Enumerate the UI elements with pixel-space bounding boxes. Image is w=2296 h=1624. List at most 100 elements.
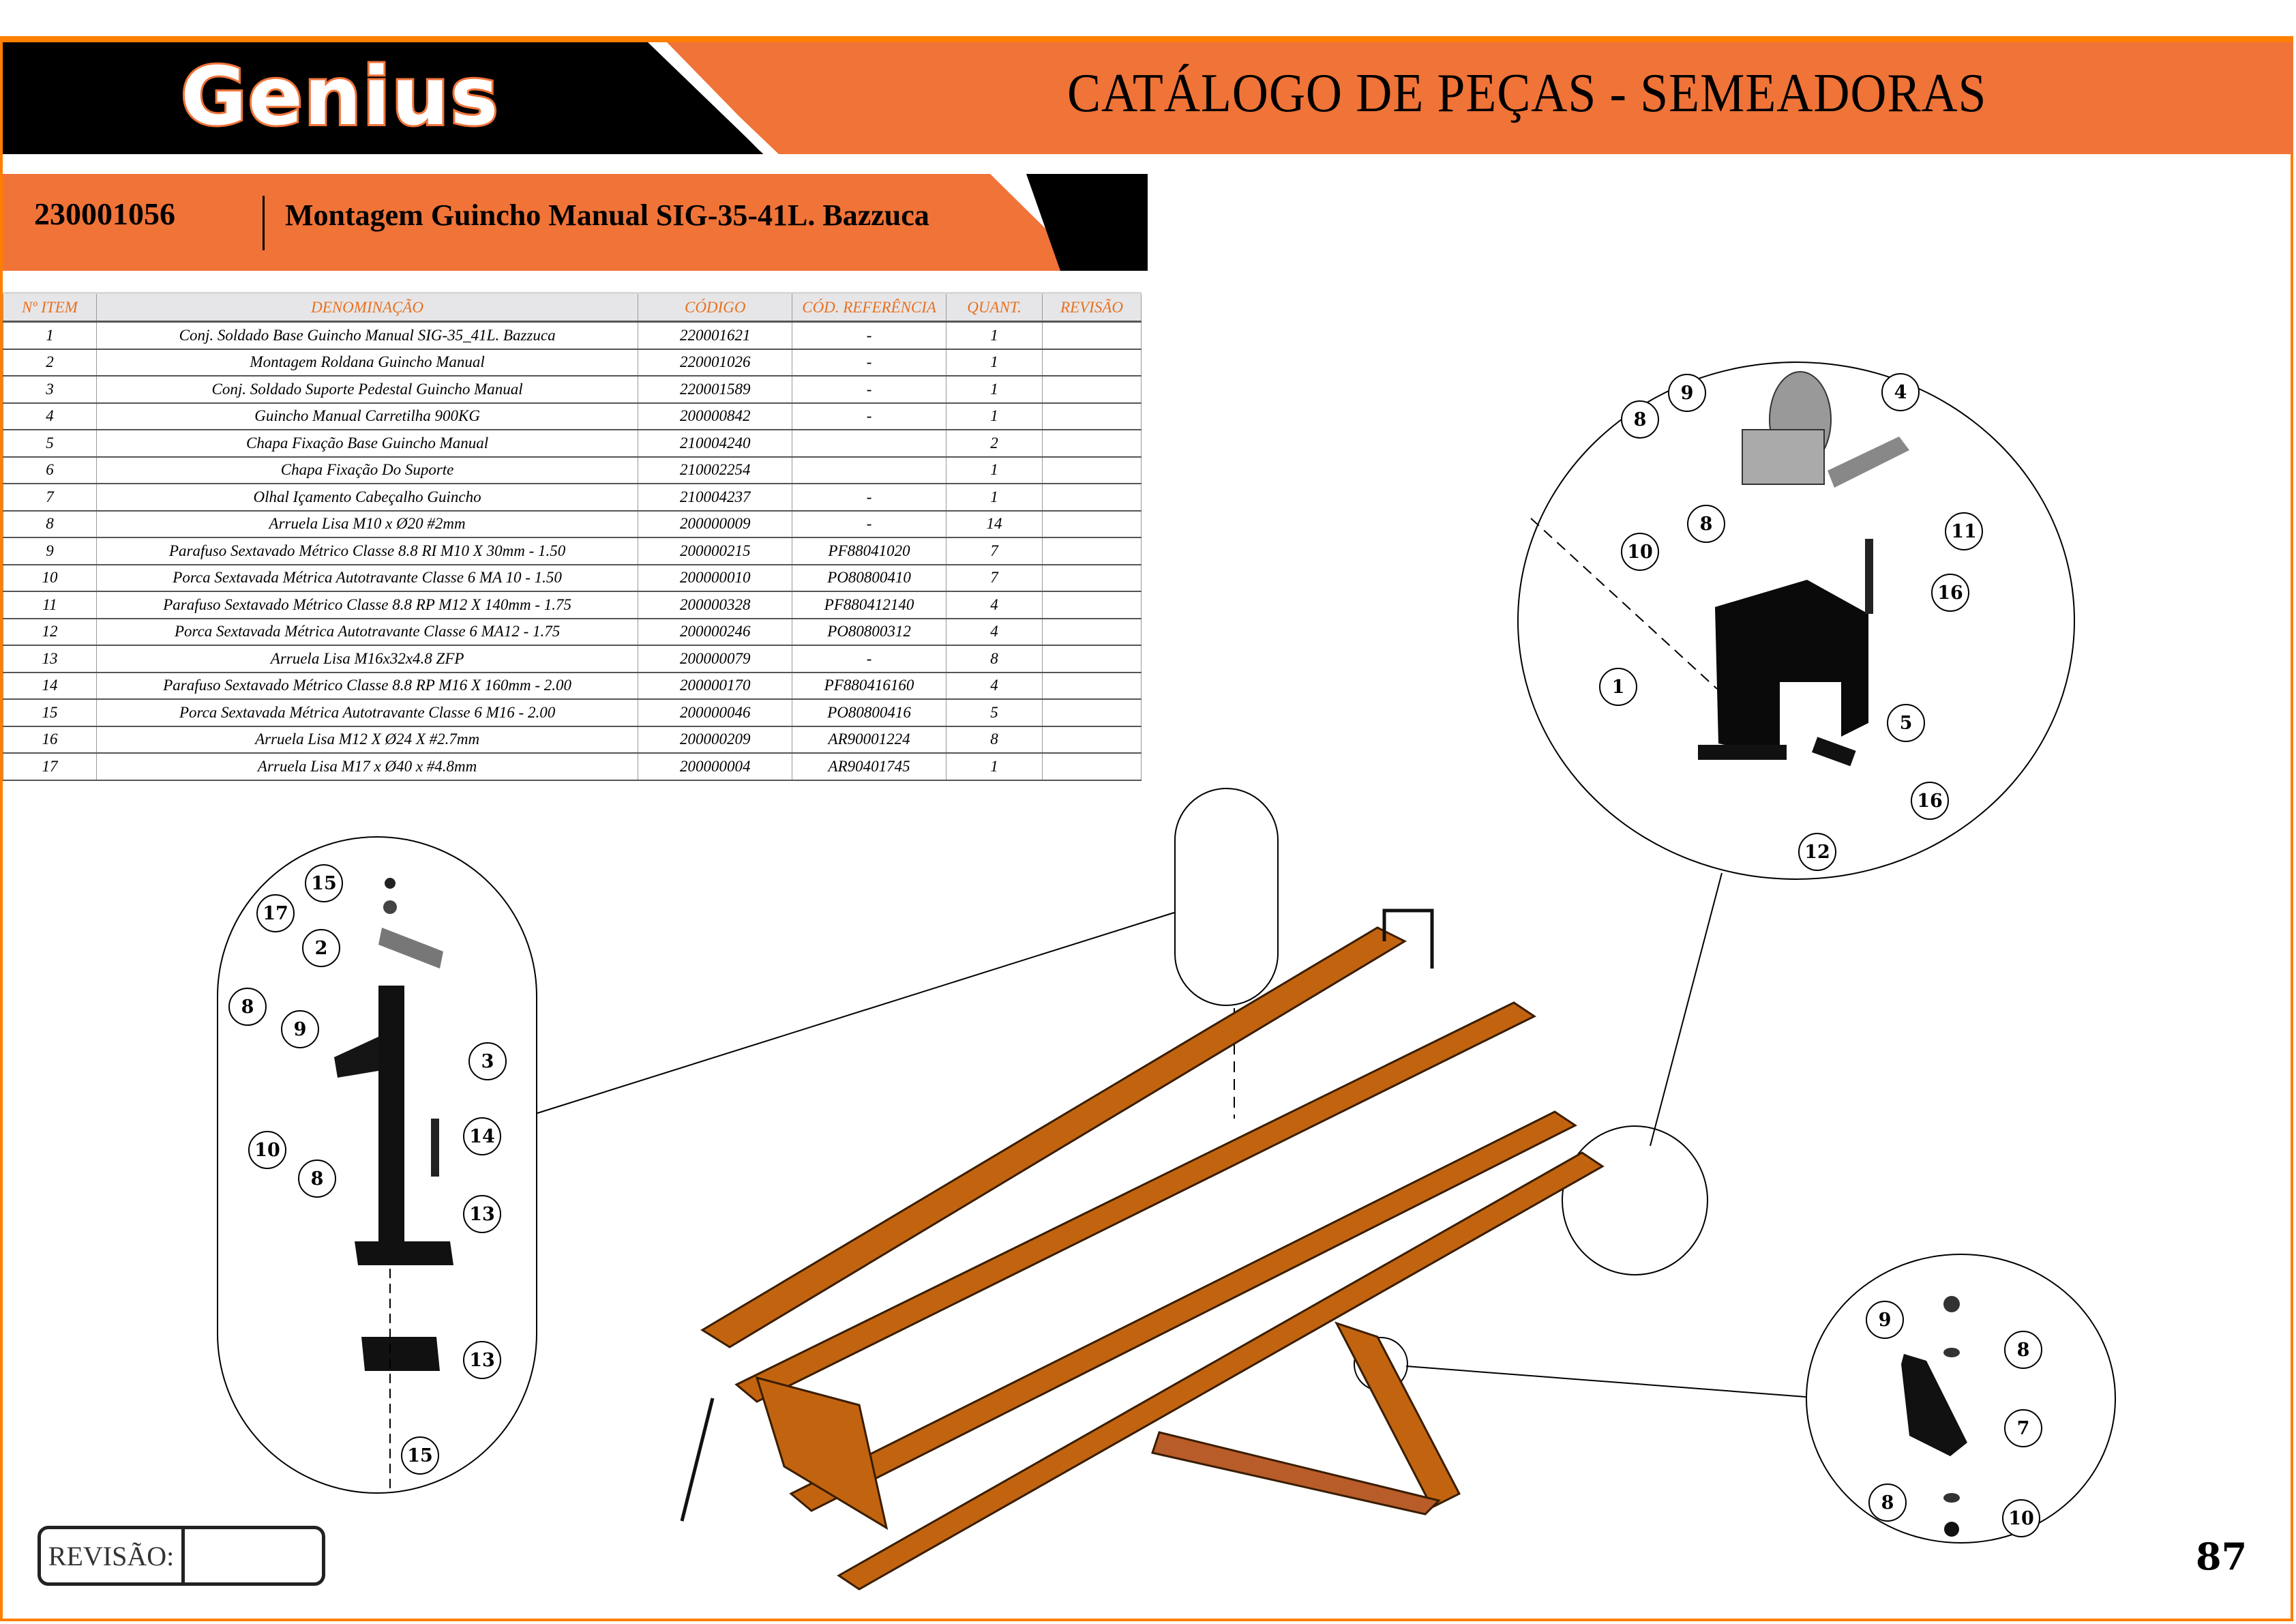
part-code: 200000328: [638, 591, 793, 619]
quantity: 1: [946, 321, 1043, 350]
quantity: 1: [946, 753, 1043, 781]
revision: [1042, 564, 1142, 592]
callout-10: 10: [1621, 533, 1659, 571]
reference-code: PO80800410: [792, 564, 947, 592]
part-code: 200000170: [638, 672, 793, 700]
item-number: 17: [3, 753, 97, 781]
part-name: Arruela Lisa M16x32x4.8 ZFP: [96, 645, 639, 673]
part-code: 210004240: [638, 430, 793, 458]
reference-code: -: [792, 484, 947, 512]
quantity: 4: [946, 591, 1043, 619]
part-code: 200000215: [638, 537, 793, 565]
part-name: Olhal Içamento Cabeçalho Guincho: [96, 484, 639, 512]
reference-code: [792, 430, 947, 458]
callout-3: 3: [468, 1042, 507, 1080]
item-number: 1: [3, 321, 97, 350]
quantity: 1: [946, 376, 1043, 404]
callout-9: 9: [1668, 374, 1706, 412]
revision: [1042, 699, 1142, 727]
part-code: 200000079: [638, 645, 793, 673]
callout-11: 11: [1945, 512, 1983, 550]
quantity: 8: [946, 726, 1043, 754]
part-name: Arruela Lisa M17 x Ø40 x #4.8mm: [96, 753, 639, 781]
table-header-row: Nº ITEM DENOMINAÇÃO CÓDIGO CÓD. REFERÊNC…: [3, 292, 1142, 323]
item-number: 10: [3, 564, 97, 592]
callout-16: 16: [1931, 574, 1969, 612]
winch-overview-marker: [1562, 1125, 1708, 1275]
revision: [1042, 672, 1142, 700]
quantity: 1: [946, 456, 1043, 484]
revision: [1042, 321, 1142, 350]
item-number: 12: [3, 618, 97, 646]
revision: [1042, 537, 1142, 565]
reference-code: -: [792, 510, 947, 538]
part-code: 200000009: [638, 510, 793, 538]
callout-5: 5: [1887, 704, 1925, 742]
section-divider: [263, 196, 265, 250]
part-name: Conj. Soldado Suporte Pedestal Guincho M…: [96, 376, 639, 404]
reference-code: PF880412140: [792, 591, 947, 619]
callout-8: 8: [298, 1160, 336, 1198]
page-number: 87: [2196, 1535, 2248, 1578]
brand-logo: Genius: [179, 49, 501, 143]
col-header-name: DENOMINAÇÃO: [96, 292, 639, 323]
part-name: Porca Sextavada Métrica Autotravante Cla…: [96, 564, 639, 592]
revision-value: [185, 1529, 322, 1582]
quantity: 4: [946, 672, 1043, 700]
revision: [1042, 753, 1142, 781]
part-name: Montagem Roldana Guincho Manual: [96, 349, 639, 377]
assembly-title: Montagem Guincho Manual SIG-35-41L. Bazz…: [285, 198, 929, 232]
part-code: 220001589: [638, 376, 793, 404]
part-name: Parafuso Sextavado Métrico Classe 8.8 RI…: [96, 537, 639, 565]
pedestal-detail-view: [217, 836, 537, 1494]
callout-8: 8: [2004, 1331, 2042, 1369]
col-header-ref: CÓD. REFERÊNCIA: [792, 292, 947, 323]
quantity: 5: [946, 699, 1043, 727]
col-header-qty: QUANT.: [946, 292, 1043, 323]
item-number: 15: [3, 699, 97, 727]
part-code: 220001621: [638, 321, 793, 350]
callout-8: 8: [1868, 1483, 1907, 1522]
reference-code: -: [792, 402, 947, 430]
callout-8: 8: [1621, 400, 1659, 439]
part-name: Conj. Soldado Base Guincho Manual SIG-35…: [96, 321, 639, 350]
revision: [1042, 430, 1142, 458]
catalog-title: CATÁLOGO DE PEÇAS - SEMEADORAS: [1067, 63, 1987, 123]
part-name: Parafuso Sextavado Métrico Classe 8.8 RP…: [96, 591, 639, 619]
item-number: 7: [3, 484, 97, 512]
callout-12: 12: [1798, 833, 1836, 871]
item-number: 2: [3, 349, 97, 377]
reference-code: -: [792, 349, 947, 377]
part-name: Guincho Manual Carretilha 900KG: [96, 402, 639, 430]
quantity: 2: [946, 430, 1043, 458]
reference-code: [792, 456, 947, 484]
quantity: 1: [946, 402, 1043, 430]
col-header-code: CÓDIGO: [638, 292, 793, 323]
part-code: 200000842: [638, 402, 793, 430]
reference-code: AR90001224: [792, 726, 947, 754]
callout-16: 16: [1911, 782, 1949, 820]
revision-label: REVISÃO:: [41, 1529, 185, 1582]
callout-8: 8: [228, 988, 267, 1026]
item-number: 3: [3, 376, 97, 404]
revision: [1042, 510, 1142, 538]
part-name: Parafuso Sextavado Métrico Classe 8.8 RP…: [96, 672, 639, 700]
quantity: 14: [946, 510, 1043, 538]
quantity: 4: [946, 618, 1043, 646]
revision: [1042, 402, 1142, 430]
part-code: 200000010: [638, 564, 793, 592]
callout-13: 13: [463, 1195, 501, 1233]
quantity: 7: [946, 537, 1043, 565]
